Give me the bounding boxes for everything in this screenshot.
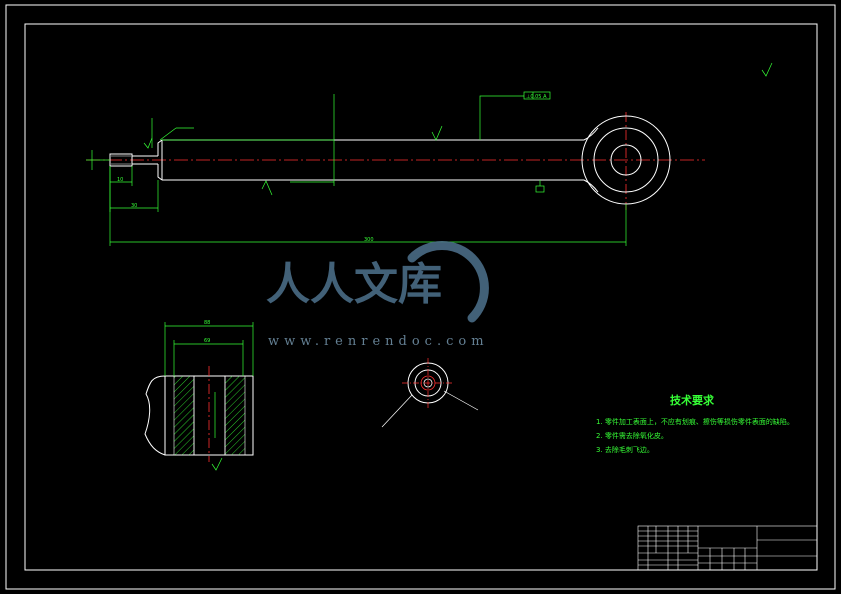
dim-text-frame: ⊥0.05 A bbox=[526, 94, 547, 100]
technical-requirement-1: 1. 零件加工表面上，不应有划痕、擦伤等损伤零件表面的缺陷。 bbox=[596, 417, 794, 426]
watermark-ring-icon bbox=[407, 241, 489, 323]
main-view-piston-rod: 300 30 10 ⊥0.05 A bbox=[86, 62, 773, 471]
roughness-symbol-icons bbox=[143, 62, 773, 471]
inner-drawing-frame bbox=[24, 23, 818, 571]
section-hatch-right bbox=[224, 375, 246, 456]
technical-requirements: 技术要求 1. 零件加工表面上，不应有划痕、擦伤等损伤零件表面的缺陷。 2. 零… bbox=[596, 393, 794, 454]
section-dimensions bbox=[164, 322, 254, 438]
end-view-leader-left bbox=[381, 394, 413, 428]
technical-requirements-title: 技术要求 bbox=[670, 393, 715, 407]
section-dim-inner: 69 bbox=[204, 338, 210, 344]
rod-eye-middle bbox=[593, 127, 659, 193]
rod-eye-bore bbox=[610, 144, 642, 176]
end-view-thread bbox=[381, 358, 479, 428]
watermark-brand: 人人文库 bbox=[266, 259, 442, 310]
title-block bbox=[637, 525, 818, 571]
dim-text-thread: 30 bbox=[131, 203, 137, 209]
technical-requirement-3: 3. 去除毛刺飞边。 bbox=[596, 445, 654, 454]
section-dim-outer: 88 bbox=[204, 320, 210, 326]
section-break-line bbox=[144, 375, 166, 456]
dim-text-overall: 300 bbox=[364, 237, 374, 243]
watermark-logo: 人人文库 www.renrendoc.com bbox=[266, 241, 489, 349]
section-view-bushing: 88 69 bbox=[144, 320, 254, 462]
main-view-dimensions bbox=[86, 91, 627, 246]
technical-requirement-2: 2. 零件需去除氧化皮。 bbox=[596, 431, 668, 440]
end-view-leader-right bbox=[443, 390, 479, 411]
section-hatch-left bbox=[173, 375, 195, 456]
rod-shoulder-bottom bbox=[157, 164, 163, 181]
dim-text-neck: 10 bbox=[117, 177, 123, 183]
rod-shoulder bbox=[157, 139, 163, 156]
outer-sheet-border bbox=[5, 4, 836, 590]
watermark-url: www.renrendoc.com bbox=[268, 334, 489, 349]
rod-eye-transition-top bbox=[583, 127, 599, 141]
rod-eye-transition-bottom bbox=[583, 179, 599, 193]
